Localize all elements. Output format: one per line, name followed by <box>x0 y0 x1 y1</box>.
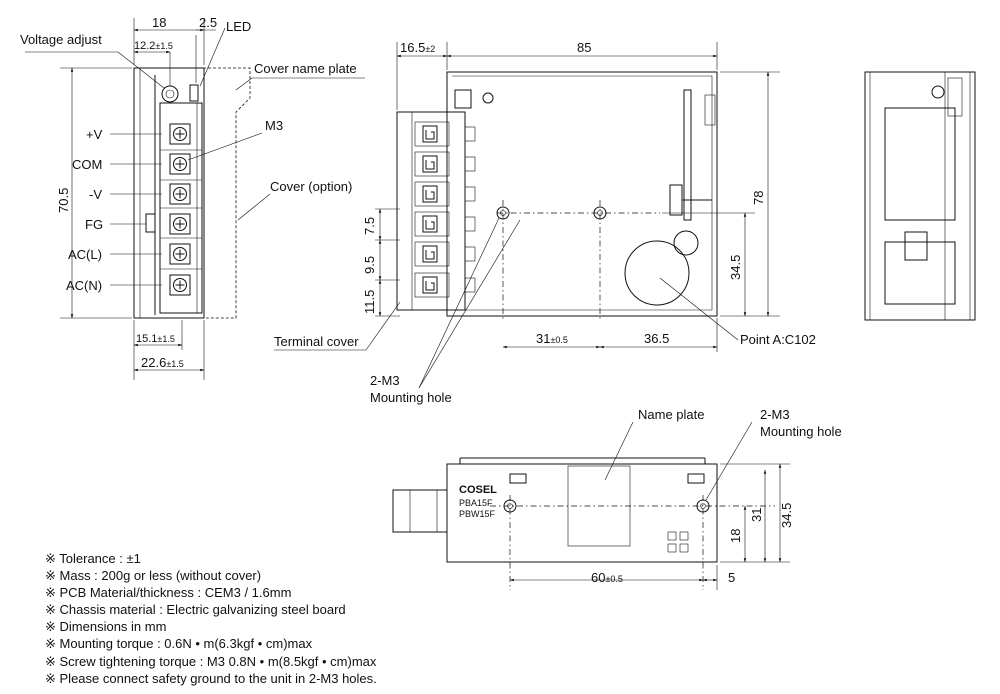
terminal-cover-bottom <box>392 489 448 533</box>
dim-adjust: 12.2±1.5 <box>134 40 173 52</box>
side-chassis <box>446 71 718 317</box>
dim-front-depth: 22.6±1.5 <box>141 355 184 370</box>
note-item: ※ Chassis material : Electric galvanizin… <box>45 602 346 618</box>
dim-top-width: 18 <box>152 15 166 30</box>
note-item: ※ Tolerance : ±1 <box>45 551 141 566</box>
terminal-label-vminus: -V <box>89 187 102 202</box>
terminal-label-com: COM <box>72 157 102 172</box>
cover-option-outline <box>198 67 251 319</box>
dim-pitch2: 9.5 <box>362 256 377 274</box>
terminal-screw <box>169 153 191 175</box>
terminal-label-acn: AC(N) <box>66 278 102 293</box>
terminal-screw <box>169 213 191 235</box>
model-label-2: PBW15F <box>459 509 496 519</box>
dim-overhang: 16.5±2 <box>400 40 435 55</box>
dim-bottom-width: 34.5 <box>779 503 794 528</box>
terminal-cover <box>396 111 466 311</box>
side-view: 16.5±2 85 78 34.5 7.5 9.5 11.5 31±0.5 36… <box>274 40 816 405</box>
dim-pitch: 7.5 <box>362 217 377 235</box>
notes-list: ※ Tolerance : ±1 ※ Mass : 200g or less (… <box>45 550 465 687</box>
capacitor-c102 <box>624 240 690 306</box>
dim-led-offset: 2.5 <box>199 15 217 30</box>
label-led: LED <box>226 19 251 34</box>
terminal-label-acl: AC(L) <box>68 247 102 262</box>
note-item: ※ Mounting torque : 0.6N • m(6.3kgf • cm… <box>45 636 313 652</box>
dim-side-height: 78 <box>751 191 766 205</box>
label-bottom-mounting-qty: 2-M3 <box>760 407 790 422</box>
terminal-screw <box>169 243 191 265</box>
dim-hole-y2: 31 <box>749 508 764 522</box>
front-view: 18 2.5 LED Voltage adjust 12.2±1.5 Cover… <box>20 15 365 380</box>
dim-bottom-hole-to-end: 5 <box>728 570 735 585</box>
terminal-label-fg: FG <box>85 217 103 232</box>
label-terminal-cover: Terminal cover <box>274 334 359 349</box>
label-m3: M3 <box>265 118 283 133</box>
dim-front-height: 70.5 <box>56 188 71 213</box>
voltage-adjust-icon <box>161 85 179 103</box>
terminal-screw <box>169 183 191 205</box>
dim-hole-y1: 18 <box>728 529 743 543</box>
bottom-view: COSEL PBA15F PBW15F Name plate 2-M3 Moun… <box>392 407 842 590</box>
brand-logo: COSEL <box>459 484 497 496</box>
dim-hole-height: 34.5 <box>728 255 743 280</box>
led-icon <box>189 84 199 102</box>
note-item: ※ Mass : 200g or less (without cover) <box>45 568 262 584</box>
dim-side-hole-spacing: 31±0.5 <box>536 331 568 346</box>
dim-bottom: 11.5 <box>362 290 377 314</box>
label-cover-option: Cover (option) <box>270 179 352 194</box>
dim-length: 85 <box>577 40 591 55</box>
label-point-a: Point A:C102 <box>740 332 816 347</box>
rear-chassis <box>864 71 976 321</box>
label-name-plate: Name plate <box>638 407 704 422</box>
label-bottom-mounting-hole: Mounting hole <box>760 424 842 439</box>
note-item: ※ Please connect safety ground to the un… <box>45 670 377 686</box>
rear-view <box>864 71 976 321</box>
dim-hole-to-end: 36.5 <box>644 331 669 346</box>
dim-bottom-hole-spacing: 60±0.5 <box>591 570 623 585</box>
model-label-1: PBA15F <box>459 498 493 508</box>
note-item: ※ Screw tightening torque : M3 0.8N • m(… <box>45 653 377 669</box>
label-side-mounting-hole: Mounting hole <box>370 390 452 405</box>
front-body <box>133 67 205 319</box>
note-item: ※ Dimensions in mm <box>45 619 167 635</box>
label-side-mounting-qty: 2-M3 <box>370 373 400 388</box>
terminal-label-vplus: +V <box>86 127 103 142</box>
label-voltage-adjust: Voltage adjust <box>20 32 102 47</box>
dim-terminal-depth: 15.1±1.5 <box>136 333 175 345</box>
terminal-screw <box>169 123 191 145</box>
note-item: ※ PCB Material/thickness : CEM3 / 1.6mm <box>45 585 292 601</box>
label-cover-name-plate: Cover name plate <box>254 61 357 76</box>
terminal-screw <box>169 274 191 296</box>
